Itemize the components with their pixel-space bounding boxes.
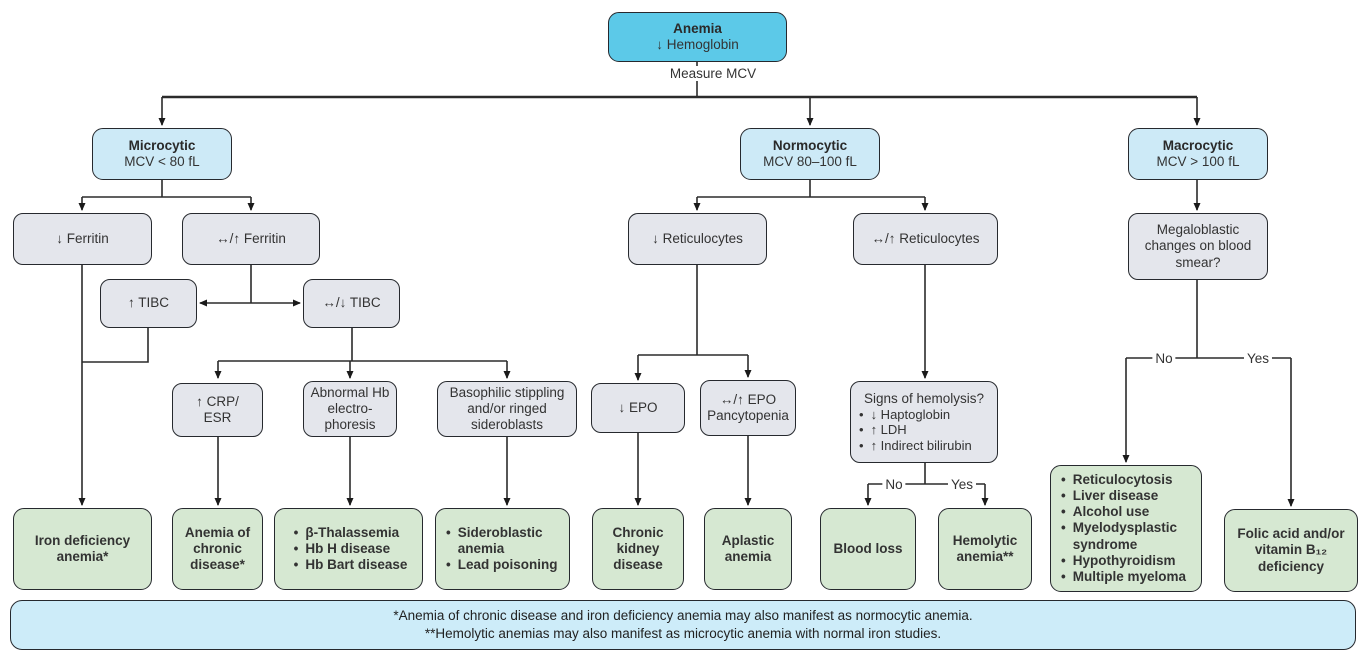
node-macrocytic: Macrocytic MCV > 100 fL [1128,128,1268,180]
list-item: ↑ Indirect bilirubin [859,438,972,454]
node-anemia-sub: ↓ Hemoglobin [656,37,739,52]
edge-label-yes-hemolysis: Yes [947,477,977,492]
node-label: Iron deficiency anemia* [34,532,131,564]
node-label: ↑ CRP/ [196,393,239,409]
edge-label-no-hemolysis: No [882,477,906,492]
node-label: Basophilic stippling and/or ringed sider… [449,384,565,433]
node-iron-deficiency-anemia: Iron deficiency anemia* [13,508,152,590]
node-label: ESR [203,410,232,425]
node-ferritin-low: ↓ Ferritin [13,213,152,265]
node-title: Signs of hemolysis? [863,390,985,406]
node-label: ↔/↑ EPO [719,391,777,407]
node-normocytic-title: Normocytic [772,137,848,153]
node-label: Aplastic anemia [721,532,775,564]
node-label: Pancytopenia [707,408,789,423]
list-item: Liver disease [1061,488,1195,504]
edge-label-yes-megaloblastic: Yes [1243,351,1273,366]
edge-label-no-megaloblastic: No [1152,351,1176,366]
node-abnormal-hb-electrophoresis: Abnormal Hb electro-phoresis [303,381,397,437]
list-item: Sideroblastic anemia [446,525,563,557]
edge-label-measure-mcv: Measure MCV [666,66,760,81]
list-item: Reticulocytosis [1061,472,1195,488]
list-item: Hypothyroidism [1061,553,1195,569]
node-anemia-chronic-disease: Anemia of chronic disease* [172,508,263,590]
footnote-box: *Anemia of chronic disease and iron defi… [10,600,1356,650]
node-macrocytic-sub: MCV > 100 fL [1156,154,1240,169]
footnote-line-1: *Anemia of chronic disease and iron defi… [393,607,973,623]
node-anemia-title: Anemia [673,20,722,36]
node-reticulocytes-high: ↔/↑ Reticulocytes [853,213,998,265]
node-label: Megaloblastic changes on blood smear? [1144,222,1252,270]
footnote-line-2: **Hemolytic anemias may also manifest as… [424,626,942,641]
list-item: β-Thalassemia [294,525,408,541]
node-blood-loss: Blood loss [820,508,916,590]
node-label: ↔/↑ Ferritin [216,230,286,246]
node-crp-esr: ↑ CRP/ ESR [172,383,263,437]
node-normocytic-sub: MCV 80–100 fL [763,154,857,169]
node-basophilic-stippling: Basophilic stippling and/or ringed sider… [437,381,577,437]
list-item: Alcohol use [1061,504,1195,520]
list-item: ↑ LDH [859,422,972,438]
node-ferritin-high: ↔/↑ Ferritin [182,213,320,265]
node-macrocytic-nonmegaloblastic-group: Reticulocytosis Liver disease Alcohol us… [1050,465,1202,592]
node-hemolytic-anemia: Hemolytic anemia** [938,508,1032,590]
node-signs-of-hemolysis: Signs of hemolysis? ↓ Haptoglobin ↑ LDH … [850,381,998,463]
node-label: ↑ TIBC [127,295,169,311]
node-chronic-kidney-disease: Chronic kidney disease [592,508,684,590]
node-label: ↓ Ferritin [56,230,109,246]
node-epo-low: ↓ EPO [591,383,685,433]
node-label: Hemolytic anemia** [952,532,1018,564]
list-item: Myelodysplastic syndrome [1061,520,1195,552]
node-normocytic: Normocytic MCV 80–100 fL [740,128,880,180]
node-epo-high-pancytopenia: ↔/↑ EPO Pancytopenia [700,380,796,436]
list-item: ↓ Haptoglobin [859,407,972,423]
thalassemia-list: β-Thalassemia Hb H disease Hb Bart disea… [290,525,408,574]
node-folate-b12-deficiency: Folic acid and/or vitamin B₁₂ deficiency [1224,509,1358,592]
node-label: ↓ Reticulocytes [652,230,743,246]
node-tibc-high: ↑ TIBC [100,279,197,328]
node-label: ↔/↑ Reticulocytes [871,230,980,246]
node-thalassemia-group: β-Thalassemia Hb H disease Hb Bart disea… [274,508,423,590]
sideroblastic-list: Sideroblastic anemia Lead poisoning [442,525,563,574]
node-anemia: Anemia ↓ Hemoglobin [608,12,787,62]
node-microcytic: Microcytic MCV < 80 fL [92,128,232,180]
macrocytic-causes-list: Reticulocytosis Liver disease Alcohol us… [1057,472,1195,585]
node-label: Folic acid and/or vitamin B₁₂ deficiency [1237,526,1345,574]
node-tibc-normal: ↔/↓ TIBC [303,279,400,328]
node-reticulocytes-low: ↓ Reticulocytes [628,213,767,265]
node-macrocytic-title: Macrocytic [1162,137,1234,153]
node-label: Blood loss [833,540,903,556]
list-item: Multiple myeloma [1061,569,1195,585]
node-sideroblastic-group: Sideroblastic anemia Lead poisoning [435,508,570,590]
node-label: Chronic kidney disease [612,524,664,573]
list-item: Hb Bart disease [294,557,407,573]
node-megaloblastic: Megaloblastic changes on blood smear? [1128,213,1268,280]
hemolysis-list: ↓ Haptoglobin ↑ LDH ↑ Indirect bilirubin [857,407,972,454]
node-microcytic-title: Microcytic [128,137,196,153]
node-label: ↓ EPO [618,399,658,415]
node-aplastic-anemia: Aplastic anemia [704,508,792,590]
node-microcytic-sub: MCV < 80 fL [124,154,200,169]
node-label: Anemia of chronic disease* [184,524,251,573]
node-label: Abnormal Hb electro-phoresis [310,384,390,433]
list-item: Lead poisoning [446,557,563,573]
list-item: Hb H disease [294,541,408,557]
node-label: ↔/↓ TIBC [322,295,381,311]
